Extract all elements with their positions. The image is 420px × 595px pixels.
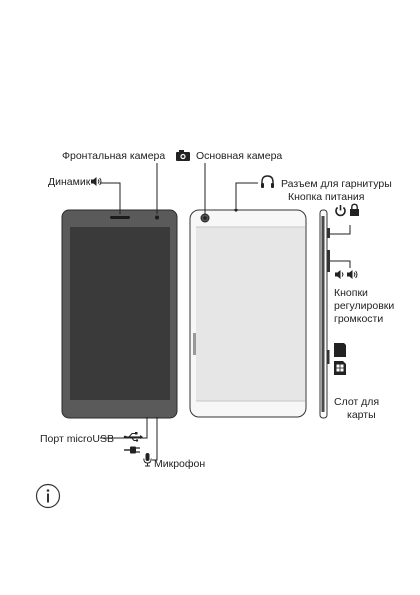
power-button-leader [330,225,351,235]
front-screen [70,227,170,400]
sd-card-icon [334,343,346,357]
headset-leader [235,182,258,208]
volume-down-icon [335,270,344,279]
card-slot-label-line-1: Слот для [334,396,380,408]
power-button-label: Кнопка питания [288,191,365,203]
volume-buttons-label-line-2: регулировки [334,300,395,312]
front-camera-lens [155,215,159,220]
headset-jack-hole [234,208,238,212]
volume-up-icon [347,270,358,279]
speaker-label: Динамик [48,176,91,188]
front-camera-label: Фронтальная камера [62,150,166,162]
card-slot-label-line-2: карты [347,409,376,421]
tablet-back-view [189,163,307,418]
side-strip [321,216,325,412]
charger-plug-icon [124,446,140,454]
volume-buttons-leader [330,260,351,268]
side-volume-button [327,250,330,272]
lock-icon [350,203,359,216]
info-icon [35,483,61,509]
side-card-slot [327,350,330,364]
sim-card-icon [334,361,346,375]
camera-icon [176,150,190,161]
speaker-leader [101,182,121,214]
volume-buttons-label-line-1: Кнопки [334,287,368,299]
microusb-port-label: Порт microUSB [40,433,114,445]
front-speaker-grille [110,216,130,219]
usb-icon [123,432,143,442]
microusb-leader [100,417,148,439]
tablet-front-view [61,163,178,461]
volume-buttons-label-line-3: громкости [334,313,384,325]
tablet-side-view [319,209,351,419]
main-camera-label: Основная камера [196,150,283,162]
back-side-notch [193,333,196,355]
microphone-leader [152,417,158,461]
headset-icon [261,175,274,188]
side-power-button [327,228,330,238]
back-panel [196,227,305,401]
microphone-label: Микрофон [154,458,206,470]
power-icon [335,205,346,217]
main-camera-lens-inner [203,216,207,220]
headset-jack-label: Разъем для гарнитуры [281,178,392,190]
microphone-icon [143,453,152,467]
speaker-icon [91,177,102,186]
